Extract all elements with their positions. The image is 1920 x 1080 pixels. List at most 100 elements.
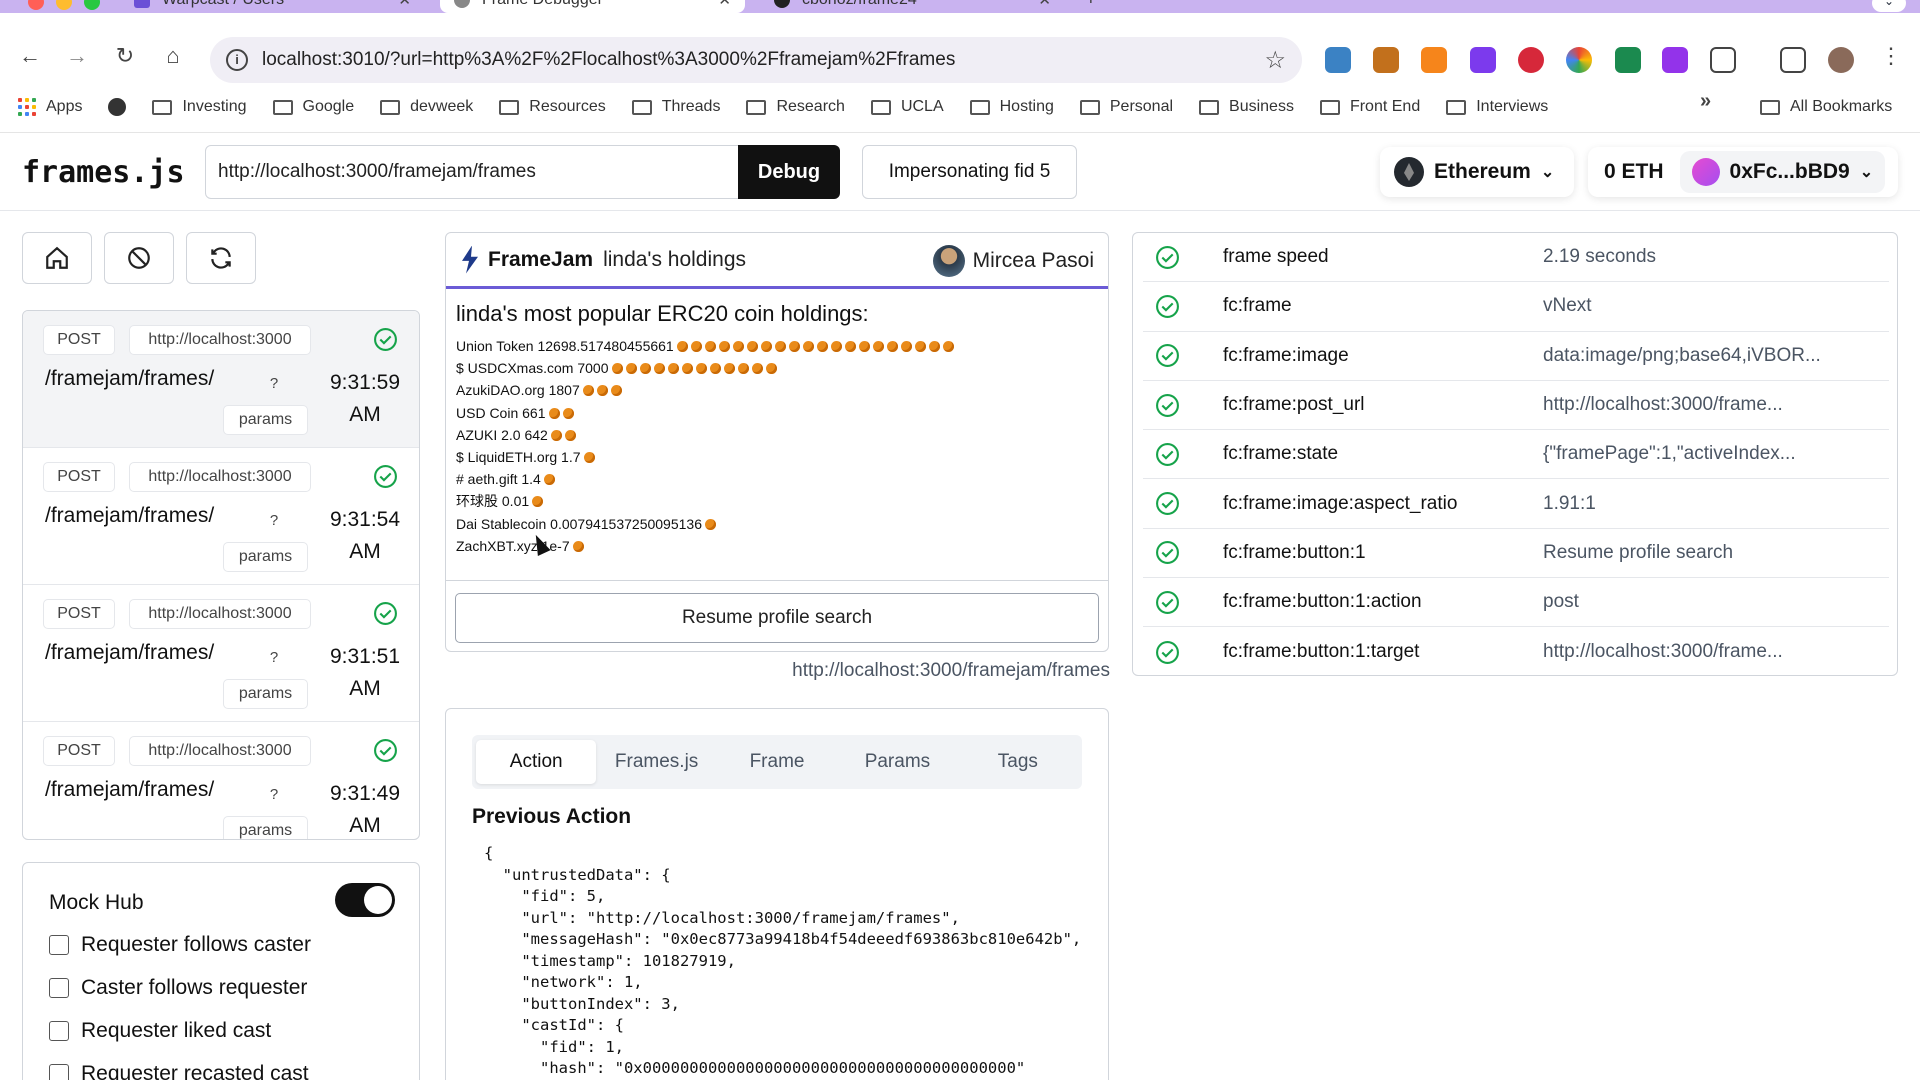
meta-key: fc:frame:state [1223, 443, 1339, 465]
holding-row: Dai Stablecoin 0.007941537250095136 [456, 513, 954, 535]
wallet-button[interactable]: 0 ETH 0xFc...bBD9 ⌄ [1588, 147, 1898, 197]
bookmark-folder[interactable]: Business [1199, 98, 1294, 116]
close-window-icon[interactable] [28, 0, 44, 10]
checkbox[interactable] [49, 1021, 69, 1041]
history-item[interactable]: POST http://localhost:3000 /framejam/fra… [23, 448, 419, 585]
meta-value: http://localhost:3000/frame... [1543, 641, 1783, 663]
maximize-window-icon[interactable] [84, 0, 100, 10]
bookmark-folder[interactable]: Google [272, 98, 354, 116]
bookmark-folder[interactable]: Hosting [969, 98, 1054, 116]
close-tab-icon[interactable]: ✕ [398, 0, 411, 9]
frame-button-1[interactable]: Resume profile search [455, 593, 1099, 643]
coin-icon [928, 341, 940, 352]
side-panel-icon[interactable] [1780, 47, 1806, 73]
menu-icon[interactable]: ⋮ [1880, 43, 1902, 68]
coin-icon [532, 496, 544, 508]
profile-avatar[interactable] [1828, 47, 1854, 73]
frame-url-input[interactable] [205, 145, 740, 199]
close-tab-icon[interactable]: ✕ [1038, 0, 1051, 9]
mock-option[interactable]: Requester liked cast [49, 1019, 271, 1043]
coin-icon [760, 341, 772, 352]
params-badge[interactable]: params [223, 542, 308, 572]
bookmark-apps[interactable]: Apps [46, 98, 83, 115]
globe-icon[interactable] [108, 98, 127, 116]
checkbox[interactable] [49, 978, 69, 998]
clear-button[interactable] [104, 232, 174, 284]
framejam-logo-icon [462, 245, 478, 274]
mock-option[interactable]: Requester follows caster [49, 933, 311, 957]
tab-params[interactable]: Params [864, 751, 931, 772]
coin-icon [830, 341, 842, 352]
minimize-window-icon[interactable] [56, 0, 72, 10]
chain-selector[interactable]: Ethereum ⌄ [1380, 147, 1574, 197]
apps-grid-icon[interactable] [18, 98, 36, 116]
params-badge[interactable]: params [223, 405, 308, 435]
history-item[interactable]: POST http://localhost:3000 /framejam/fra… [23, 585, 419, 722]
frame-post-url[interactable]: http://localhost:3000/framejam/frames [792, 660, 1110, 681]
holding-label: $ LiquidETH.org 1.7 [456, 449, 581, 466]
bookmark-folder[interactable]: devweek [380, 98, 473, 116]
bookmark-folder[interactable]: Personal [1079, 98, 1173, 116]
bookmark-folder[interactable]: Research [746, 98, 845, 116]
coin-icon [886, 341, 898, 352]
metamask-icon[interactable] [1421, 47, 1447, 73]
address-bar[interactable]: i localhost:3010/?url=http%3A%2F%2Flocal… [210, 37, 1302, 83]
refresh-button[interactable] [186, 232, 256, 284]
home-button[interactable] [22, 232, 92, 284]
all-bookmarks[interactable]: All Bookmarks [1760, 82, 1892, 132]
user-avatar [932, 245, 965, 277]
bookmark-star-icon[interactable]: ☆ [1264, 46, 1286, 74]
impersonate-button[interactable]: Impersonating fid 5 [862, 145, 1077, 199]
tab-search-icon[interactable]: ⌄ [1872, 0, 1906, 12]
extension-icon[interactable] [1470, 47, 1496, 73]
params-badge[interactable]: params [223, 816, 308, 839]
checkbox[interactable] [49, 1064, 69, 1080]
address-url[interactable]: localhost:3010/?url=http%3A%2F%2Flocalho… [262, 49, 956, 70]
browser-tab-github[interactable]: cbonoz/frame24 ✕ [760, 0, 1065, 13]
history-item[interactable]: POST http://localhost:3000 /framejam/fra… [23, 311, 419, 448]
coin-icon [639, 363, 651, 375]
reload-icon[interactable]: ↻ [115, 43, 135, 68]
bookmark-folder[interactable]: Threads [631, 98, 720, 116]
new-tab-icon[interactable]: + [1085, 0, 1097, 11]
tab-frame[interactable]: Frame [749, 751, 805, 772]
meta-key: fc:frame:button:1 [1223, 541, 1366, 563]
close-tab-icon[interactable]: ✕ [718, 0, 731, 9]
browser-tab-warpcast[interactable]: Warpcast / Users ✕ [120, 0, 425, 13]
browser-tab-frame-debugger[interactable]: Frame Debugger ✕ [440, 0, 745, 13]
adblock-icon[interactable] [1518, 47, 1544, 73]
request-path: /framejam/frames/ [45, 504, 215, 527]
params-badge[interactable]: params [223, 679, 308, 709]
frame-image[interactable]: FrameJam linda's holdings Mircea Pasoi l… [446, 233, 1108, 581]
holding-label: AzukiDAO.org 1807 [456, 382, 580, 399]
mock-hub-toggle[interactable] [335, 883, 395, 917]
back-icon[interactable]: ← [19, 43, 41, 68]
folder-icon [1199, 99, 1220, 115]
tab-framesjs[interactable]: Frames.js [614, 751, 699, 772]
site-info-icon[interactable]: i [226, 49, 248, 71]
coin-icon [816, 341, 828, 352]
react-devtools-icon[interactable] [1325, 47, 1351, 73]
color-picker-icon[interactable] [1566, 47, 1592, 73]
extensions-puzzle-icon[interactable] [1710, 47, 1736, 73]
history-item[interactable]: POST http://localhost:3000 /framejam/fra… [23, 722, 419, 839]
home-icon[interactable]: ⌂ [166, 43, 180, 68]
tab-tags[interactable]: Tags [997, 751, 1038, 772]
forward-icon[interactable]: → [66, 43, 88, 68]
more-bookmarks-icon[interactable]: » [1700, 90, 1712, 112]
extension-icon[interactable] [1373, 47, 1399, 73]
mock-option[interactable]: Requester recasted cast [49, 1062, 309, 1080]
bookmark-folder[interactable]: UCLA [870, 98, 944, 116]
checkbox[interactable] [49, 935, 69, 955]
tab-action[interactable]: Action [476, 740, 597, 784]
meta-key: fc:frame:image:aspect_ratio [1223, 492, 1458, 514]
bookmark-folder[interactable]: Interviews [1446, 98, 1548, 116]
bookmark-folder[interactable]: Front End [1319, 98, 1420, 116]
bookmark-folder[interactable]: Resources [499, 98, 606, 116]
extension-icon[interactable] [1662, 47, 1688, 73]
account-selector[interactable]: 0xFc...bBD9 ⌄ [1679, 151, 1886, 193]
extension-icon[interactable] [1615, 47, 1641, 73]
bookmark-folder[interactable]: Investing [152, 98, 247, 116]
mock-option[interactable]: Caster follows requester [49, 976, 307, 1000]
debug-button[interactable]: Debug [738, 145, 840, 199]
